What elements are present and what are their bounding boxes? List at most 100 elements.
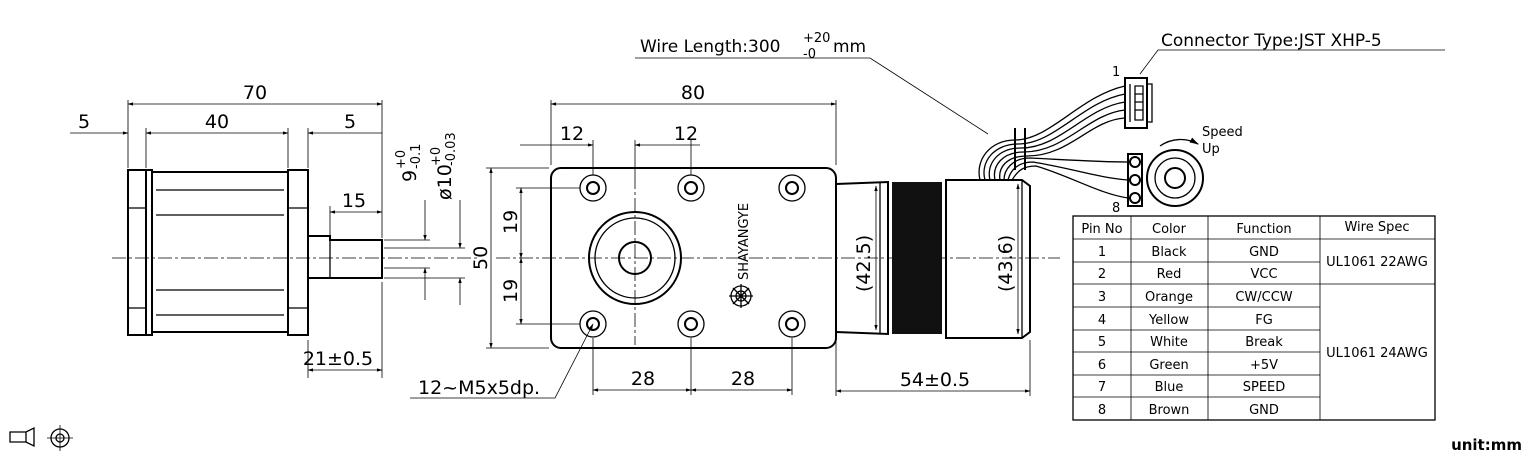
dim-70: 70 [243, 82, 267, 104]
dim-28b: 28 [731, 368, 755, 390]
thread-note: 12~M5x5dp. [418, 377, 540, 399]
table-row: 2 Red VCC [1098, 267, 1278, 282]
connector-pins [1135, 93, 1143, 111]
cell-function: SPEED [1243, 380, 1286, 395]
dim-9-group: 9 +0 -0.1 [394, 144, 424, 182]
cell-function: CW/CCW [1235, 290, 1292, 305]
dim-dia10: ø10 [434, 164, 456, 200]
dim-9-sub: -0.1 [409, 144, 424, 169]
speed-label-1: Speed [1202, 125, 1243, 140]
cell-pin: 6 [1098, 358, 1106, 373]
table-row: 6 Green +5V [1098, 358, 1278, 373]
side-view: 70 40 5 5 15 21±0.5 9 +0 -0.1 ø10 +0 -0.… [70, 82, 480, 378]
cell-color: Brown [1149, 403, 1190, 418]
wire-length-label: Wire Length:300 [640, 37, 780, 57]
brand-text: SHAYANGYE [737, 203, 752, 280]
dim-12b: 12 [674, 123, 698, 145]
connector-detail [1129, 83, 1153, 123]
wire-length-sup: +20 [803, 31, 830, 46]
pin-table-grid [1073, 216, 1435, 420]
wire-length-leader [635, 57, 989, 135]
cell-function: FG [1255, 313, 1273, 328]
cell-pin: 3 [1098, 290, 1106, 305]
pin-table-frame [1072, 215, 1436, 421]
dim-dia10-sub: -0.03 [444, 132, 459, 166]
table-row: 5 White Break [1098, 335, 1283, 350]
cell-color: Red [1157, 267, 1182, 282]
table-header-pin: Pin No [1081, 222, 1122, 237]
table-row: 3 Orange CW/CCW [1098, 290, 1293, 305]
unit-label: unit:mm [1451, 436, 1522, 454]
connector-leader [1139, 49, 1445, 75]
cell-function: GND [1249, 245, 1279, 260]
motor-view: (42.5) (43.6) 54±0.5 1 [635, 31, 1445, 396]
dim-19b: 19 [500, 279, 522, 303]
side-shaft [308, 235, 383, 279]
dim-19a: 19 [500, 210, 522, 234]
cell-color: Orange [1145, 290, 1193, 305]
wire-length-sub: -0 [803, 47, 816, 62]
table-header-spec: Wire Spec [1344, 220, 1409, 235]
dim-5-left: 5 [78, 111, 90, 133]
wire-spec-22awg: UL1061 22AWG [1326, 255, 1428, 270]
motor-rear-cap [945, 179, 1031, 339]
connector-type-label: Connector Type:JST XHP-5 [1161, 31, 1382, 51]
potentiometer: Speed Up 8 [1112, 125, 1243, 216]
cell-pin: 1 [1098, 245, 1106, 260]
connector-body [1124, 77, 1148, 129]
side-body-ribs [156, 189, 284, 316]
connector-pin1-label: 1 [1112, 65, 1120, 80]
output-shaft-hole [618, 241, 652, 275]
pin-table: Pin No Color Function Wire Spec 1 Black … [1072, 215, 1436, 421]
cell-pin: 5 [1098, 335, 1106, 350]
dim-5-right: 5 [344, 111, 356, 133]
projection-symbol-icon [9, 425, 73, 451]
cell-function: Break [1245, 335, 1283, 350]
pot-terminal-block [1127, 153, 1143, 207]
cell-function: GND [1249, 403, 1279, 418]
dim-43: (43.6) [995, 235, 1017, 292]
dim-dia10-group: ø10 +0 -0.03 [429, 132, 459, 200]
dim-9: 9 [399, 170, 421, 182]
table-header-function: Function [1236, 222, 1291, 237]
front-view: SHAYANGYE 80 12 12 50 19 19 28 28 12~M5x… [410, 82, 1060, 399]
dim-50: 50 [470, 246, 492, 270]
cell-pin: 7 [1098, 380, 1106, 395]
output-boss [588, 211, 682, 305]
cell-function: VCC [1250, 267, 1277, 282]
cell-color: Yellow [1148, 313, 1189, 328]
table-row: 1 Black GND [1098, 245, 1279, 260]
dim-12a: 12 [560, 123, 584, 145]
dim-15: 15 [342, 190, 366, 212]
cell-color: White [1150, 335, 1188, 350]
wire-spec-24awg: UL1061 24AWG [1326, 346, 1428, 361]
cell-pin: 2 [1098, 267, 1106, 282]
speed-up-arrow [1159, 137, 1199, 147]
cell-pin: 4 [1098, 313, 1106, 328]
dim-9-sup: +0 [394, 150, 409, 169]
side-body-outline [127, 169, 309, 336]
motor-extension-lines [835, 336, 1031, 396]
brand-logo [729, 284, 753, 308]
side-extension-lines [127, 100, 465, 378]
speed-label-2: Up [1202, 142, 1220, 157]
side-flange-marks [128, 207, 308, 309]
cell-color: Green [1149, 358, 1188, 373]
mounting-holes [579, 174, 806, 338]
cell-function: +5V [1250, 358, 1278, 373]
cell-color: Blue [1155, 380, 1184, 395]
motor-front-cap [835, 180, 889, 336]
dim-42: (42.5) [853, 235, 875, 292]
dim-54: 54±0.5 [900, 369, 970, 391]
thread-leader [410, 323, 594, 399]
motor-winding-band [892, 182, 942, 334]
pot-body [1146, 149, 1204, 207]
dim-80: 80 [681, 82, 705, 104]
table-row: 4 Yellow FG [1098, 313, 1273, 328]
connector: 1 [1112, 65, 1153, 129]
wire-length-unit: mm [833, 37, 866, 57]
output-boss-inner [594, 217, 676, 299]
dim-21: 21±0.5 [303, 348, 373, 370]
dim-28a: 28 [631, 368, 655, 390]
